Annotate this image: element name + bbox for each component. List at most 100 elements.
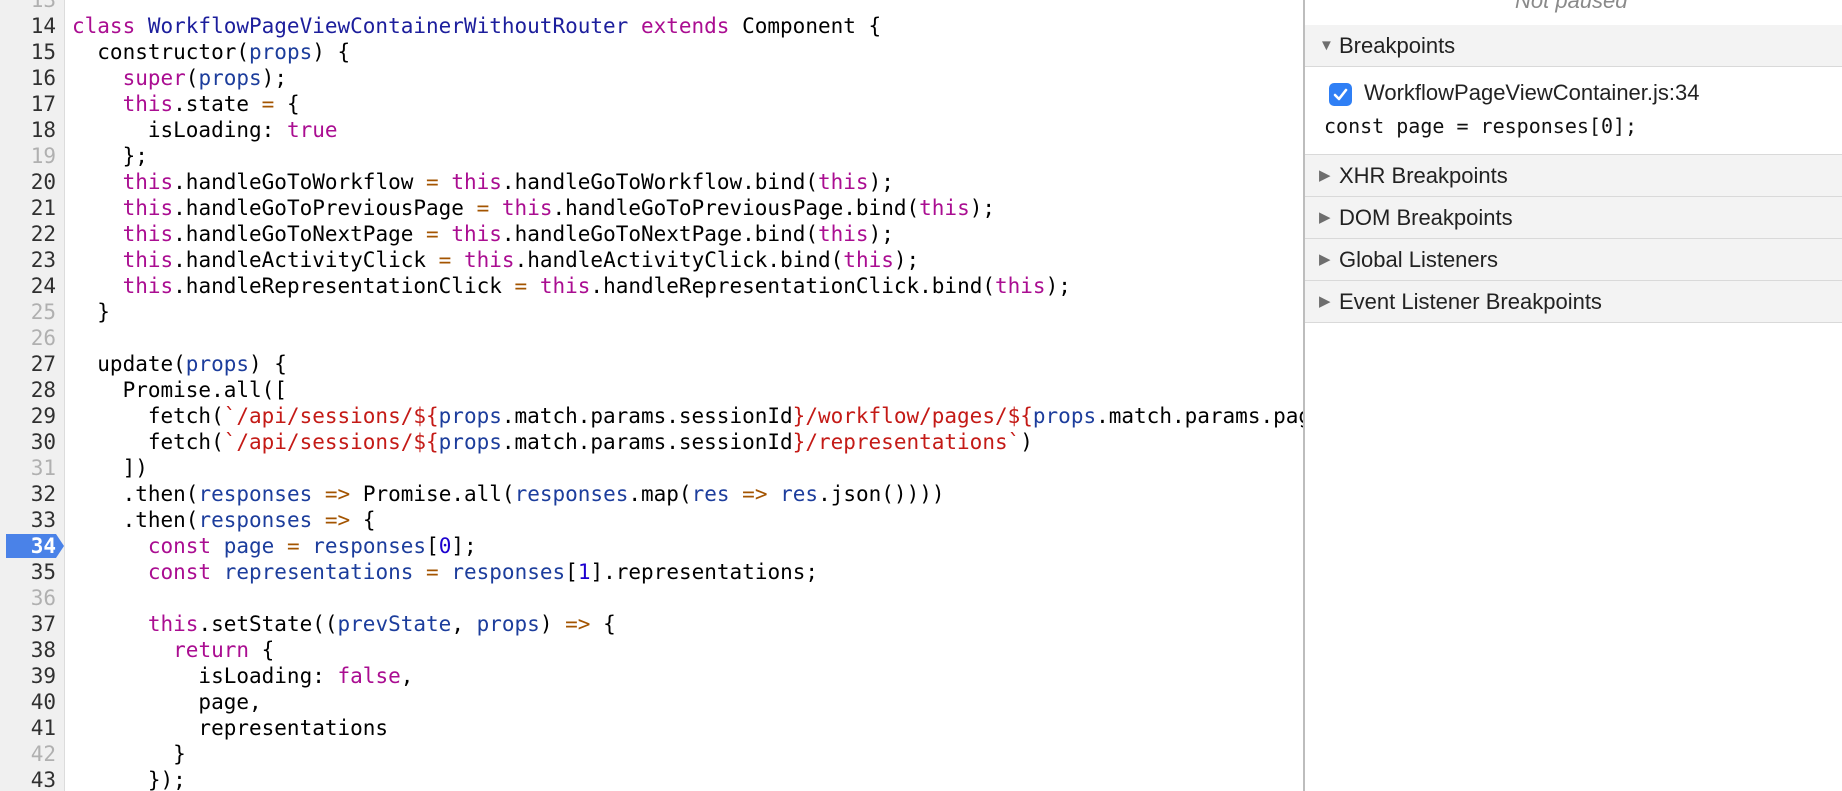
code-line[interactable]: 20 this.handleGoToWorkflow = this.handle… (0, 169, 1303, 195)
line-number[interactable]: 25 (30, 300, 56, 324)
line-number[interactable]: 34 (30, 534, 56, 558)
line-number[interactable]: 17 (30, 92, 56, 116)
breakpoint-enabled-checkbox[interactable] (1329, 83, 1352, 106)
code-line[interactable]: 31 ]) (0, 455, 1303, 481)
code-line[interactable]: 29 fetch(`/api/sessions/${props.match.pa… (0, 403, 1303, 429)
code-token: this (147, 612, 199, 636)
line-number[interactable]: 31 (30, 456, 56, 480)
line-number[interactable]: 21 (30, 196, 56, 220)
code-token: update( (72, 352, 186, 376)
triangle-down-icon: ▼ (1319, 37, 1334, 54)
section-header-breakpoints[interactable]: ▼ Breakpoints (1305, 25, 1842, 67)
code-line[interactable]: 24 this.handleRepresentationClick = this… (0, 273, 1303, 299)
line-number[interactable]: 42 (30, 742, 56, 766)
code-line[interactable]: 25 } (0, 299, 1303, 325)
code-line[interactable]: 16 super(props); (0, 65, 1303, 91)
code-line[interactable]: 43 }); (0, 767, 1303, 791)
code-token: }); (72, 768, 186, 791)
line-number[interactable]: 20 (30, 170, 56, 194)
breakpoint-code-snippet[interactable]: const page = responses[0]; (1324, 114, 1638, 138)
code-text: const representations = responses[1].rep… (72, 559, 818, 585)
line-number[interactable]: 14 (30, 14, 56, 38)
code-token: false (337, 664, 401, 688)
code-token: isLoading: (72, 664, 338, 688)
code-line[interactable]: 26 (0, 325, 1303, 351)
code-line[interactable]: 27 update(props) { (0, 351, 1303, 377)
line-number[interactable]: 27 (30, 352, 56, 376)
code-line[interactable]: 28 Promise.all([ (0, 377, 1303, 403)
code-line[interactable]: 41 representations (0, 715, 1303, 741)
code-token: this (451, 222, 502, 246)
code-token: isLoading: (72, 118, 287, 142)
code-token (527, 274, 540, 298)
line-number[interactable]: 22 (30, 222, 56, 246)
code-token: ); (868, 170, 894, 194)
code-token (72, 612, 148, 636)
section-header-event-listener-breakpoints[interactable]: ▶ Event Listener Breakpoints (1305, 281, 1842, 323)
line-number[interactable]: 43 (30, 768, 56, 791)
line-number[interactable]: 28 (30, 378, 56, 402)
line-number[interactable]: 18 (30, 118, 56, 142)
section-header-dom-breakpoints[interactable]: ▶ DOM Breakpoints (1305, 197, 1842, 239)
code-token: ) { (312, 40, 351, 64)
code-text: fetch(`/api/sessions/${props.match.param… (72, 429, 1033, 455)
line-number[interactable]: 33 (30, 508, 56, 532)
code-line[interactable]: 32 .then(responses => Promise.all(respon… (0, 481, 1303, 507)
code-token (312, 508, 325, 532)
code-line-breakpoint[interactable]: 34 const page = responses[0]; (0, 533, 1303, 559)
line-number[interactable]: 40 (30, 690, 56, 714)
code-line[interactable]: 13 (0, 0, 1303, 13)
code-line[interactable]: 17 this.state = { (0, 91, 1303, 117)
line-number[interactable]: 35 (30, 560, 56, 584)
line-number[interactable]: 41 (30, 716, 56, 740)
line-number[interactable]: 30 (30, 430, 56, 454)
line-number[interactable]: 19 (30, 144, 56, 168)
code-line[interactable]: 19 }; (0, 143, 1303, 169)
code-token: => (565, 612, 591, 636)
line-number[interactable]: 32 (30, 482, 56, 506)
line-number[interactable]: 39 (30, 664, 56, 688)
code-line[interactable]: 37 this.setState((prevState, props) => { (0, 611, 1303, 637)
line-number[interactable]: 37 (30, 612, 56, 636)
code-line[interactable]: 22 this.handleGoToNextPage = this.handle… (0, 221, 1303, 247)
line-number[interactable]: 29 (30, 404, 56, 428)
code-token: .handleGoToPreviousPage.bind( (552, 196, 920, 220)
section-header-global-listeners[interactable]: ▶ Global Listeners (1305, 239, 1842, 281)
line-number[interactable]: 16 (30, 66, 56, 90)
line-number[interactable]: 36 (30, 586, 56, 610)
line-number-gutter[interactable] (0, 0, 65, 791)
line-number[interactable]: 23 (30, 248, 56, 272)
line-number[interactable]: 38 (30, 638, 56, 662)
line-number[interactable]: 24 (30, 274, 56, 298)
code-line[interactable]: 40 page, (0, 689, 1303, 715)
line-number[interactable]: 15 (30, 40, 56, 64)
code-line[interactable]: 30 fetch(`/api/sessions/${props.match.pa… (0, 429, 1303, 455)
code-line[interactable]: 35 const representations = responses[1].… (0, 559, 1303, 585)
code-line[interactable]: 38 return { (0, 637, 1303, 663)
code-line[interactable]: 33 .then(responses => { (0, 507, 1303, 533)
code-line[interactable]: 39 isLoading: false, (0, 663, 1303, 689)
line-number[interactable]: 13 (30, 0, 56, 12)
breakpoint-location[interactable]: WorkflowPageViewContainer.js:34 (1364, 80, 1700, 105)
breakpoint-arrow-icon[interactable] (6, 534, 66, 558)
code-token: , (400, 664, 414, 688)
code-token (628, 14, 641, 38)
code-token: = (438, 248, 452, 272)
code-line[interactable]: 15 constructor(props) { (0, 39, 1303, 65)
section-header-xhr-breakpoints[interactable]: ▶ XHR Breakpoints (1305, 155, 1842, 197)
code-token: = (426, 222, 439, 246)
code-line[interactable]: 23 this.handleActivityClick = this.handl… (0, 247, 1303, 273)
code-text: this.state = { (72, 91, 300, 117)
line-number[interactable]: 26 (30, 326, 56, 350)
code-line[interactable]: 21 this.handleGoToPreviousPage = this.ha… (0, 195, 1303, 221)
code-line[interactable]: 42 } (0, 741, 1303, 767)
code-token: ].representations; (590, 560, 819, 584)
code-line[interactable]: 36 (0, 585, 1303, 611)
code-token: WorkflowPageViewContainerWithoutRouter (147, 14, 629, 38)
code-line[interactable]: 18 isLoading: true (0, 117, 1303, 143)
code-token: props (249, 40, 313, 64)
code-token: .handleGoToNextPage (173, 222, 427, 246)
